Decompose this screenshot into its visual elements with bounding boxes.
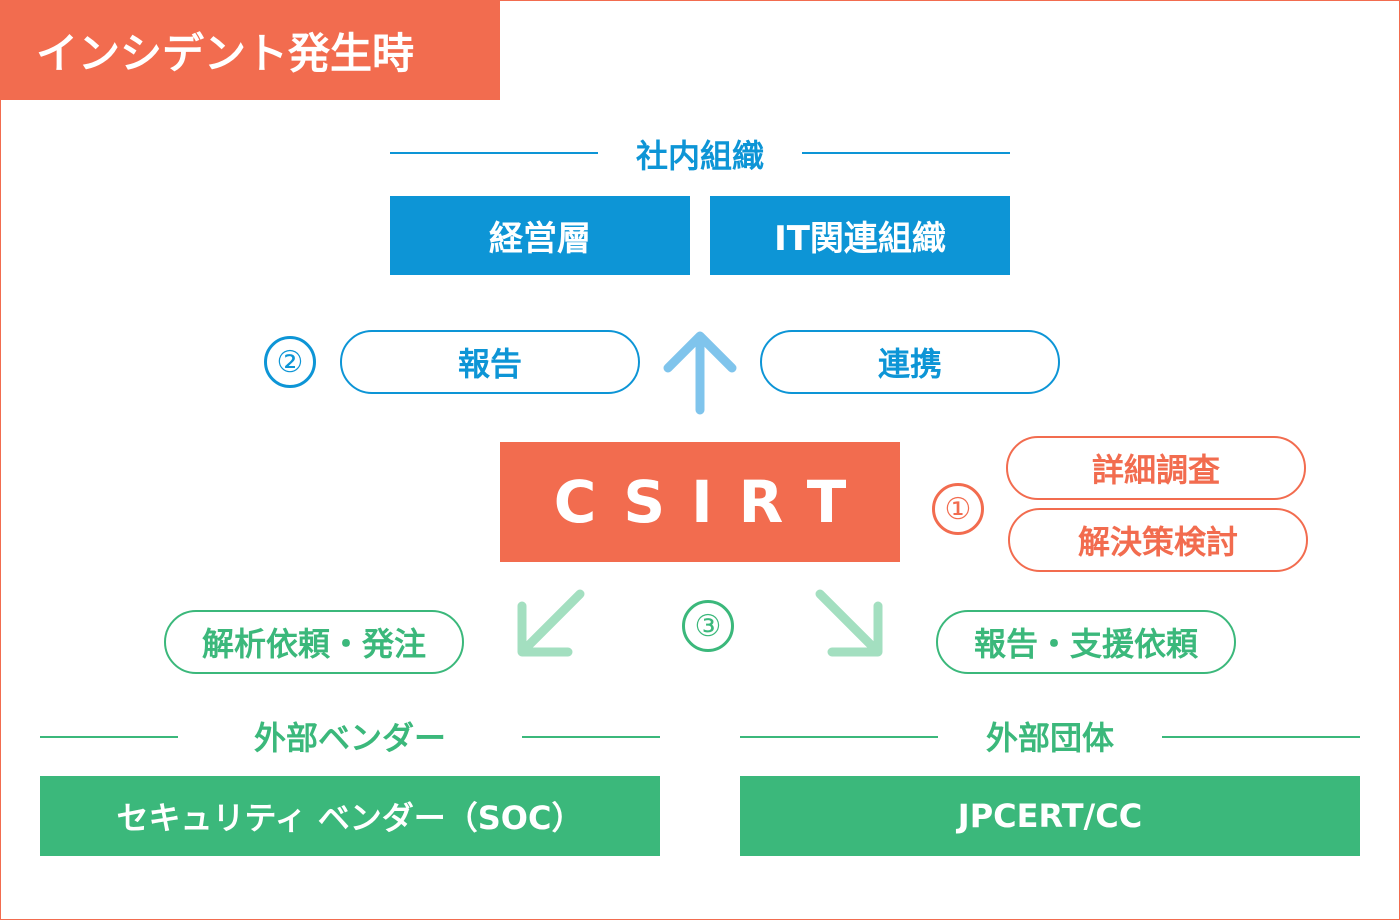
internal-section-label: 社内組織 bbox=[635, 137, 764, 175]
external-label-line-right bbox=[1162, 736, 1360, 738]
csirt-box: CSIRT bbox=[500, 442, 900, 562]
step-3-badge: ③ bbox=[682, 600, 734, 652]
external-label-line-left bbox=[740, 736, 938, 738]
external-section-label: 外部団体 bbox=[985, 719, 1114, 757]
arrow-down-left-icon bbox=[517, 589, 585, 657]
solution-study-pill: 解決策検討 bbox=[1008, 508, 1308, 572]
step-1-badge: ① bbox=[932, 483, 984, 535]
step-2-badge: ② bbox=[264, 336, 316, 388]
report-pill: 報告 bbox=[340, 330, 640, 394]
it-organization-box: IT関連組織 bbox=[710, 196, 1010, 275]
security-vendor-box: セキュリティ ベンダー（SOC） bbox=[40, 776, 660, 856]
arrow-down-right-icon bbox=[815, 589, 883, 657]
vendor-label-line-right bbox=[522, 736, 660, 738]
internal-label-line-left bbox=[390, 152, 598, 154]
vendor-section-label: 外部ベンダー bbox=[253, 719, 446, 757]
arrow-up-icon bbox=[663, 331, 737, 415]
internal-label-line-right bbox=[802, 152, 1010, 154]
cooperation-pill: 連携 bbox=[760, 330, 1060, 394]
detailed-investigation-pill: 詳細調査 bbox=[1006, 436, 1306, 500]
jpcert-box: JPCERT/CC bbox=[740, 776, 1360, 856]
analysis-request-pill: 解析依頼・発注 bbox=[164, 610, 464, 674]
page-title: インシデント発生時 bbox=[0, 0, 500, 100]
vendor-label-line-left bbox=[40, 736, 178, 738]
support-request-pill: 報告・支援依頼 bbox=[936, 610, 1236, 674]
executive-box: 経営層 bbox=[390, 196, 690, 275]
